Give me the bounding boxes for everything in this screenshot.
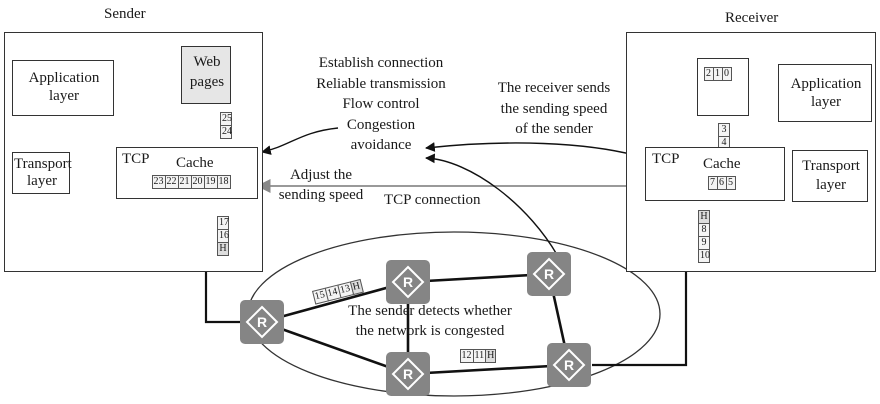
- packet-cell: 4: [718, 135, 730, 150]
- sender-transport-layer-label: Transport layer: [14, 156, 72, 189]
- sender-detects-note: The sender detects whether the network i…: [320, 301, 540, 341]
- packet-cell: 18: [216, 175, 231, 189]
- note-line: sending speed: [278, 187, 364, 203]
- sender-cache-label: Cache: [176, 155, 214, 171]
- receiver-cache-packets: 7 6 5: [707, 176, 736, 190]
- tcp-function-item: avoidance: [350, 137, 412, 153]
- receiver-tcp-cache-box: TCP Cache 7 6 5: [645, 147, 785, 201]
- tcp-function-item: Reliable transmission: [316, 75, 446, 92]
- packet-cell: 10: [698, 248, 710, 263]
- packet-cell: 0: [721, 67, 732, 81]
- receiver-transport-layer-box: Transport layer: [792, 150, 868, 202]
- packet-cell: 5: [725, 176, 736, 190]
- tcp-function-item: Flow control: [342, 96, 420, 112]
- packet-cell: 24: [220, 124, 232, 139]
- adjust-speed-note: Adjust the sending speed: [266, 165, 376, 205]
- svg-text:R: R: [564, 357, 574, 373]
- receiver-cache-label: Cache: [703, 156, 741, 172]
- web-pages-box: Web pages: [181, 46, 231, 104]
- router-icon: R: [547, 343, 591, 387]
- note-line: Adjust the: [289, 167, 353, 183]
- svg-text:R: R: [544, 266, 554, 282]
- tcp-connection-label: TCP connection: [384, 192, 481, 208]
- packet-cell: 9: [698, 235, 710, 250]
- receiver-upward-packets: 3 4: [718, 122, 730, 150]
- receiver-incoming-packets: H 8 9 10: [698, 209, 710, 263]
- sender-application-layer-label: Application layer: [28, 70, 100, 104]
- sender-tcp-label: TCP: [122, 151, 150, 167]
- sender-to-network-link: [204, 272, 242, 324]
- note-line: the sending speed: [500, 100, 608, 117]
- receiver-application-layer-label: Application layer: [790, 76, 862, 110]
- sender-cache-packets: 23 22 21 20 19 18: [151, 175, 231, 189]
- sender-title: Sender: [104, 6, 146, 22]
- receiver-tcp-label: TCP: [652, 151, 680, 167]
- sender-tcp-cache-box: TCP Cache 23 22 21 20 19 18: [116, 147, 258, 199]
- adjust-speed-arrow: [261, 127, 339, 155]
- note-line: of the sender: [515, 121, 593, 137]
- tcp-function-item: Establish connection: [318, 55, 444, 71]
- note-line: The receiver sends: [497, 80, 611, 96]
- router-icon: R: [386, 260, 430, 304]
- svg-text:R: R: [403, 366, 413, 382]
- web-pages-label: Web pages: [189, 54, 225, 90]
- tcp-function-item: Congestion: [346, 116, 416, 133]
- sender-transport-layer-box: Transport layer: [12, 152, 72, 194]
- packet-cell-header: H: [485, 349, 497, 363]
- note-line: the network is congested: [355, 323, 505, 339]
- tcp-functions-list: Establish connection Reliable transmissi…: [286, 53, 476, 156]
- router-icon: R: [386, 352, 430, 396]
- svg-text:R: R: [403, 274, 413, 290]
- router-icon: R: [527, 252, 571, 296]
- receiver-title: Receiver: [725, 10, 779, 26]
- sender-application-layer-box: Application layer: [12, 60, 114, 116]
- receiver-application-layer-box: Application layer: [778, 64, 872, 122]
- detection-arrow: [425, 153, 561, 261]
- sender-incoming-packets: 25 24: [220, 111, 232, 139]
- receiver-app-packets: 2 1 0: [703, 67, 732, 81]
- receiver-sends-note: The receiver sends the sending speed of …: [480, 78, 628, 140]
- svg-text:R: R: [257, 314, 267, 330]
- packet-cell-header: H: [217, 241, 229, 256]
- sender-outgoing-packets: 17 16 H: [217, 215, 229, 256]
- receiver-app-buffer-box: 2 1 0: [697, 58, 749, 116]
- note-line: The sender detects whether: [348, 303, 512, 319]
- network-packets-bottom: 12 11 H: [459, 349, 497, 363]
- receiver-transport-layer-label: Transport layer: [802, 158, 860, 193]
- router-icon: R: [240, 300, 284, 344]
